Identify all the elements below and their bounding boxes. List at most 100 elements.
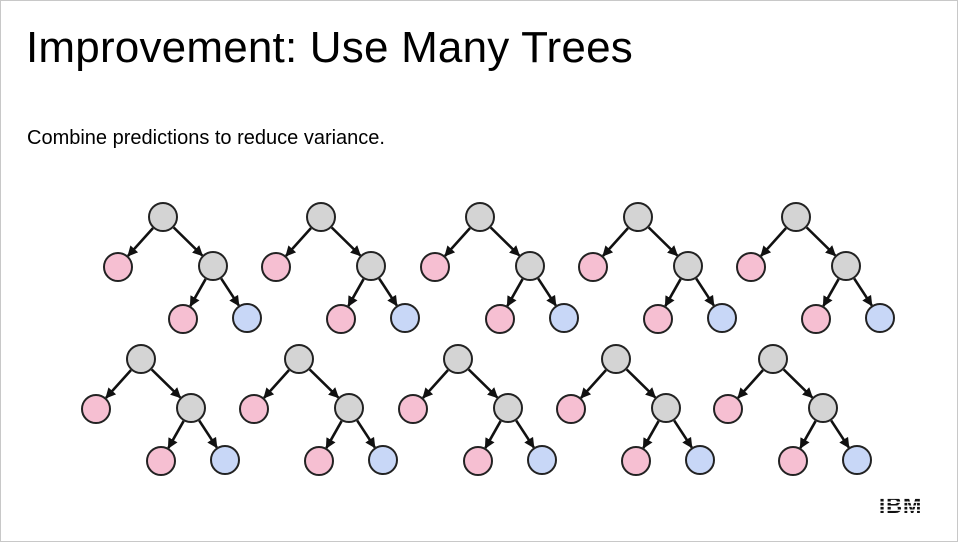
tree-split-node xyxy=(623,202,653,232)
tree-edge-arrow xyxy=(189,278,207,307)
tree-leaf-node-pink xyxy=(420,252,450,282)
tree-split-node xyxy=(601,344,631,374)
tree-leaf-node-blue xyxy=(232,303,262,333)
tree-edge-arrow xyxy=(625,368,657,399)
tree-split-node xyxy=(443,344,473,374)
tree-leaf-node-pink xyxy=(103,252,133,282)
decision-tree xyxy=(398,344,557,476)
tree-leaf-node-pink xyxy=(463,446,493,476)
tree-leaf-node-pink xyxy=(485,304,515,334)
tree-edge-arrow xyxy=(830,419,850,449)
tree-split-node xyxy=(126,344,156,374)
tree-split-node xyxy=(758,344,788,374)
tree-edge-arrow xyxy=(805,226,837,257)
slide-title: Improvement: Use Many Trees xyxy=(26,23,633,72)
tree-split-node xyxy=(515,251,545,281)
tree-split-node xyxy=(781,202,811,232)
tree-leaf-node-pink xyxy=(146,446,176,476)
tree-leaf-node-pink xyxy=(239,394,269,424)
tree-leaf-node-blue xyxy=(707,303,737,333)
decision-tree xyxy=(713,344,872,476)
tree-leaf-node-pink xyxy=(81,394,111,424)
tree-leaf-node-pink xyxy=(556,394,586,424)
tree-edge-arrow xyxy=(150,368,182,399)
tree-split-node xyxy=(831,251,861,281)
tree-split-node xyxy=(334,393,364,423)
tree-leaf-node-blue xyxy=(865,303,895,333)
tree-split-node xyxy=(356,251,386,281)
decision-tree xyxy=(420,202,579,334)
tree-edge-arrow xyxy=(673,419,693,449)
tree-edge-arrow xyxy=(198,419,218,449)
tree-leaf-node-blue xyxy=(390,303,420,333)
tree-leaf-node-blue xyxy=(549,303,579,333)
ibm-logo: IBM xyxy=(879,493,935,517)
tree-edge-arrow xyxy=(515,419,535,449)
tree-edge-arrow xyxy=(506,278,524,307)
tree-edge-arrow xyxy=(127,227,154,257)
tree-edge-arrow xyxy=(647,226,679,257)
tree-leaf-node-pink xyxy=(398,394,428,424)
tree-edge-arrow xyxy=(853,277,873,307)
tree-split-node xyxy=(306,202,336,232)
decision-tree xyxy=(103,202,262,334)
decision-tree xyxy=(81,344,240,476)
tree-leaf-node-pink xyxy=(778,446,808,476)
tree-leaf-node-blue xyxy=(210,445,240,475)
tree-split-node xyxy=(673,251,703,281)
tree-leaf-node-blue xyxy=(842,445,872,475)
slide-subtitle: Combine predictions to reduce variance. xyxy=(27,127,385,149)
tree-leaf-node-pink xyxy=(621,446,651,476)
tree-edge-arrow xyxy=(167,420,185,449)
tree-edge-arrow xyxy=(330,226,362,257)
tree-edge-arrow xyxy=(378,277,398,307)
tree-edge-arrow xyxy=(347,278,365,307)
tree-split-node xyxy=(148,202,178,232)
tree-leaf-node-pink xyxy=(713,394,743,424)
tree-edge-arrow xyxy=(489,226,521,257)
tree-edge-arrow xyxy=(467,368,499,399)
tree-split-node xyxy=(465,202,495,232)
tree-edge-arrow xyxy=(325,420,343,449)
tree-split-node xyxy=(284,344,314,374)
tree-edge-arrow xyxy=(308,368,340,399)
tree-leaf-node-pink xyxy=(736,252,766,282)
tree-edge-arrow xyxy=(760,227,787,257)
tree-edge-arrow xyxy=(537,277,557,307)
decision-tree xyxy=(239,344,398,476)
decision-tree xyxy=(736,202,895,334)
tree-edge-arrow xyxy=(642,420,660,449)
tree-leaf-node-pink xyxy=(578,252,608,282)
tree-split-node xyxy=(176,393,206,423)
tree-split-node xyxy=(493,393,523,423)
tree-split-node xyxy=(808,393,838,423)
tree-leaf-node-pink xyxy=(801,304,831,334)
tree-leaf-node-pink xyxy=(261,252,291,282)
tree-edge-arrow xyxy=(580,369,607,399)
tree-split-node xyxy=(651,393,681,423)
tree-edge-arrow xyxy=(664,278,682,307)
tree-edge-arrow xyxy=(356,419,376,449)
tree-leaf-node-pink xyxy=(304,446,334,476)
tree-leaf-node-pink xyxy=(643,304,673,334)
decision-tree xyxy=(578,202,737,334)
tree-leaf-node-blue xyxy=(527,445,557,475)
svg-text:IBM: IBM xyxy=(879,493,922,517)
tree-leaf-node-blue xyxy=(685,445,715,475)
tree-edge-arrow xyxy=(263,369,290,399)
tree-edge-arrow xyxy=(444,227,471,257)
tree-edge-arrow xyxy=(285,227,312,257)
decision-tree xyxy=(261,202,420,334)
tree-split-node xyxy=(198,251,228,281)
tree-edge-arrow xyxy=(602,227,629,257)
tree-edge-arrow xyxy=(695,277,715,307)
tree-edge-arrow xyxy=(737,369,764,399)
tree-edge-arrow xyxy=(782,368,814,399)
decision-tree xyxy=(556,344,715,476)
tree-edge-arrow xyxy=(422,369,449,399)
tree-edge-arrow xyxy=(220,277,240,307)
tree-edge-arrow xyxy=(105,369,132,399)
tree-leaf-node-blue xyxy=(368,445,398,475)
